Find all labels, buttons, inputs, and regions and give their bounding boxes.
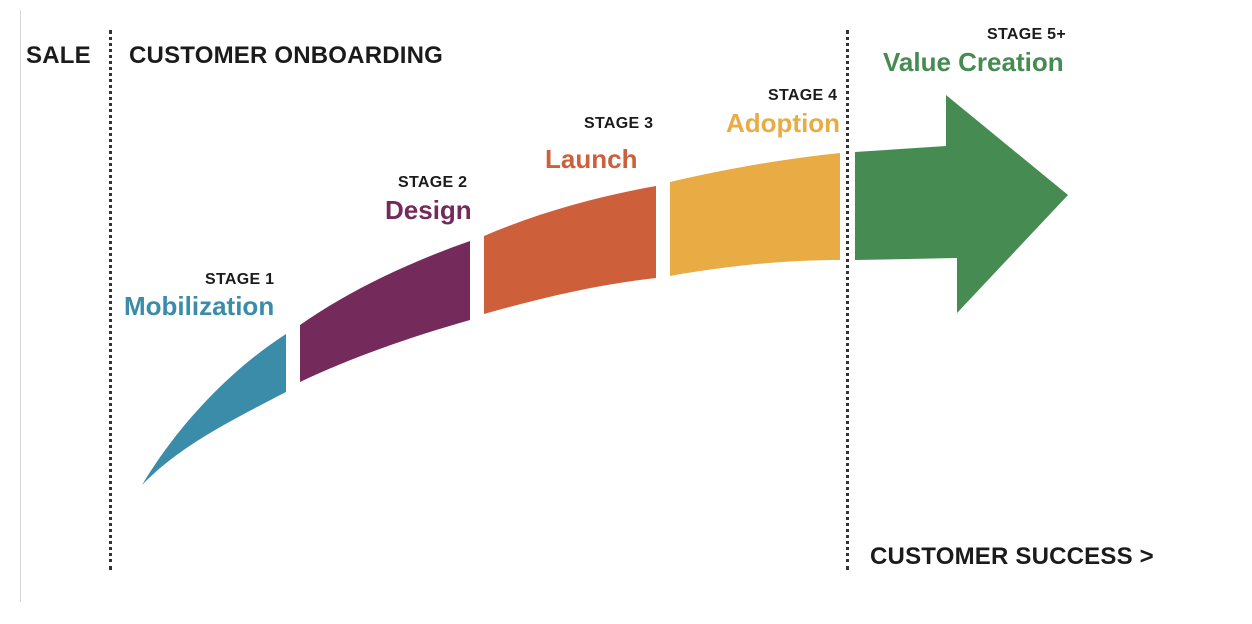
segment-stage-3: [484, 186, 656, 314]
stage-4-name: Adoption: [726, 108, 841, 138]
left-edge-line: [20, 10, 21, 602]
header-customer-success: CUSTOMER SUCCESS >: [870, 543, 1154, 570]
segment-stage-2: [300, 241, 470, 382]
stage-2-number: STAGE 2: [398, 174, 468, 191]
stage-2-name: Design: [385, 195, 472, 225]
stage-4-number: STAGE 4: [768, 87, 838, 104]
stage-5-name: Value Creation: [883, 47, 1064, 77]
divider-sale-onboarding: [109, 30, 112, 570]
stage-1-name: Mobilization: [124, 291, 275, 321]
header-sale: SALE: [26, 42, 91, 69]
stage-3-number: STAGE 3: [584, 115, 654, 132]
segment-stage-4: [670, 153, 840, 276]
segment-stage-1: [142, 334, 286, 485]
segment-stage-5: [855, 95, 1068, 313]
stage-1-number: STAGE 1: [205, 271, 275, 288]
stage-3-name: Launch: [545, 144, 638, 174]
stage-5-number: STAGE 5+: [987, 26, 1067, 43]
header-customer-onboarding: CUSTOMER ONBOARDING: [129, 42, 444, 69]
divider-onboarding-success: [846, 30, 849, 570]
